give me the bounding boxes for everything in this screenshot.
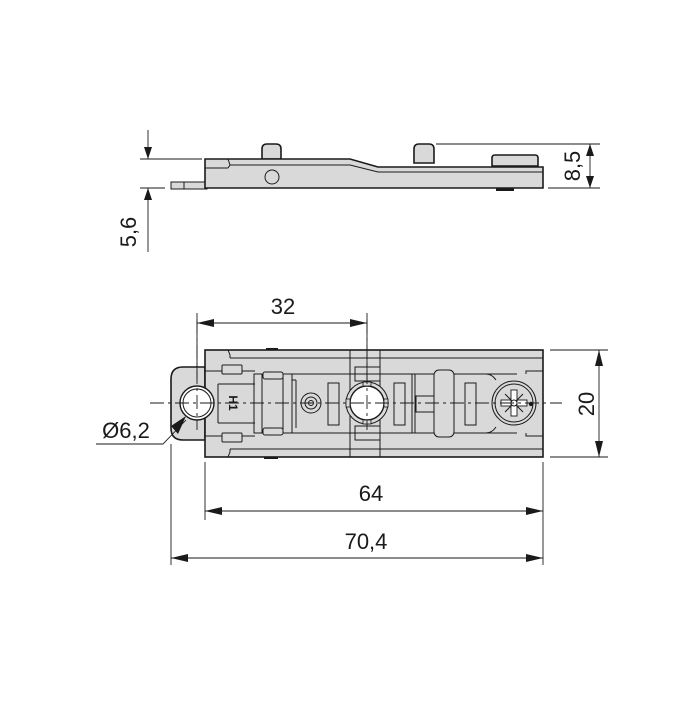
dim-label-hole-spacing: 32 — [271, 294, 295, 319]
dim-label-overall-length: 70,4 — [345, 529, 388, 554]
top-adjust-cam — [433, 369, 455, 438]
dim-width: 20 — [550, 349, 608, 458]
side-pin-right — [413, 143, 435, 164]
side-view: 5,6 8,5 — [116, 130, 600, 252]
dim-total-height: 8,5 — [560, 144, 594, 188]
side-tab — [170, 181, 208, 190]
dim-label-base-height: 5,6 — [116, 217, 141, 248]
side-body — [204, 158, 544, 189]
dim-label-total-height: 8,5 — [560, 151, 585, 182]
dim-label-body-length: 64 — [359, 481, 383, 506]
top-view: H1 32 Ø6,2 20 — [96, 294, 608, 565]
dim-hole-diameter: Ø6,2 — [96, 416, 187, 445]
side-pin-left — [261, 143, 282, 160]
side-hole — [264, 169, 280, 185]
dim-body-length: 64 — [204, 462, 544, 565]
dim-hole-spacing: 32 — [196, 294, 368, 380]
side-pad — [491, 154, 539, 167]
dim-label-width: 20 — [574, 392, 599, 416]
side-bottom-nub — [496, 188, 514, 191]
dim-label-hole-diameter: Ø6,2 — [102, 418, 150, 443]
dim-overall-length: 70,4 — [170, 444, 543, 565]
dim-base-height: 5,6 — [116, 130, 152, 252]
